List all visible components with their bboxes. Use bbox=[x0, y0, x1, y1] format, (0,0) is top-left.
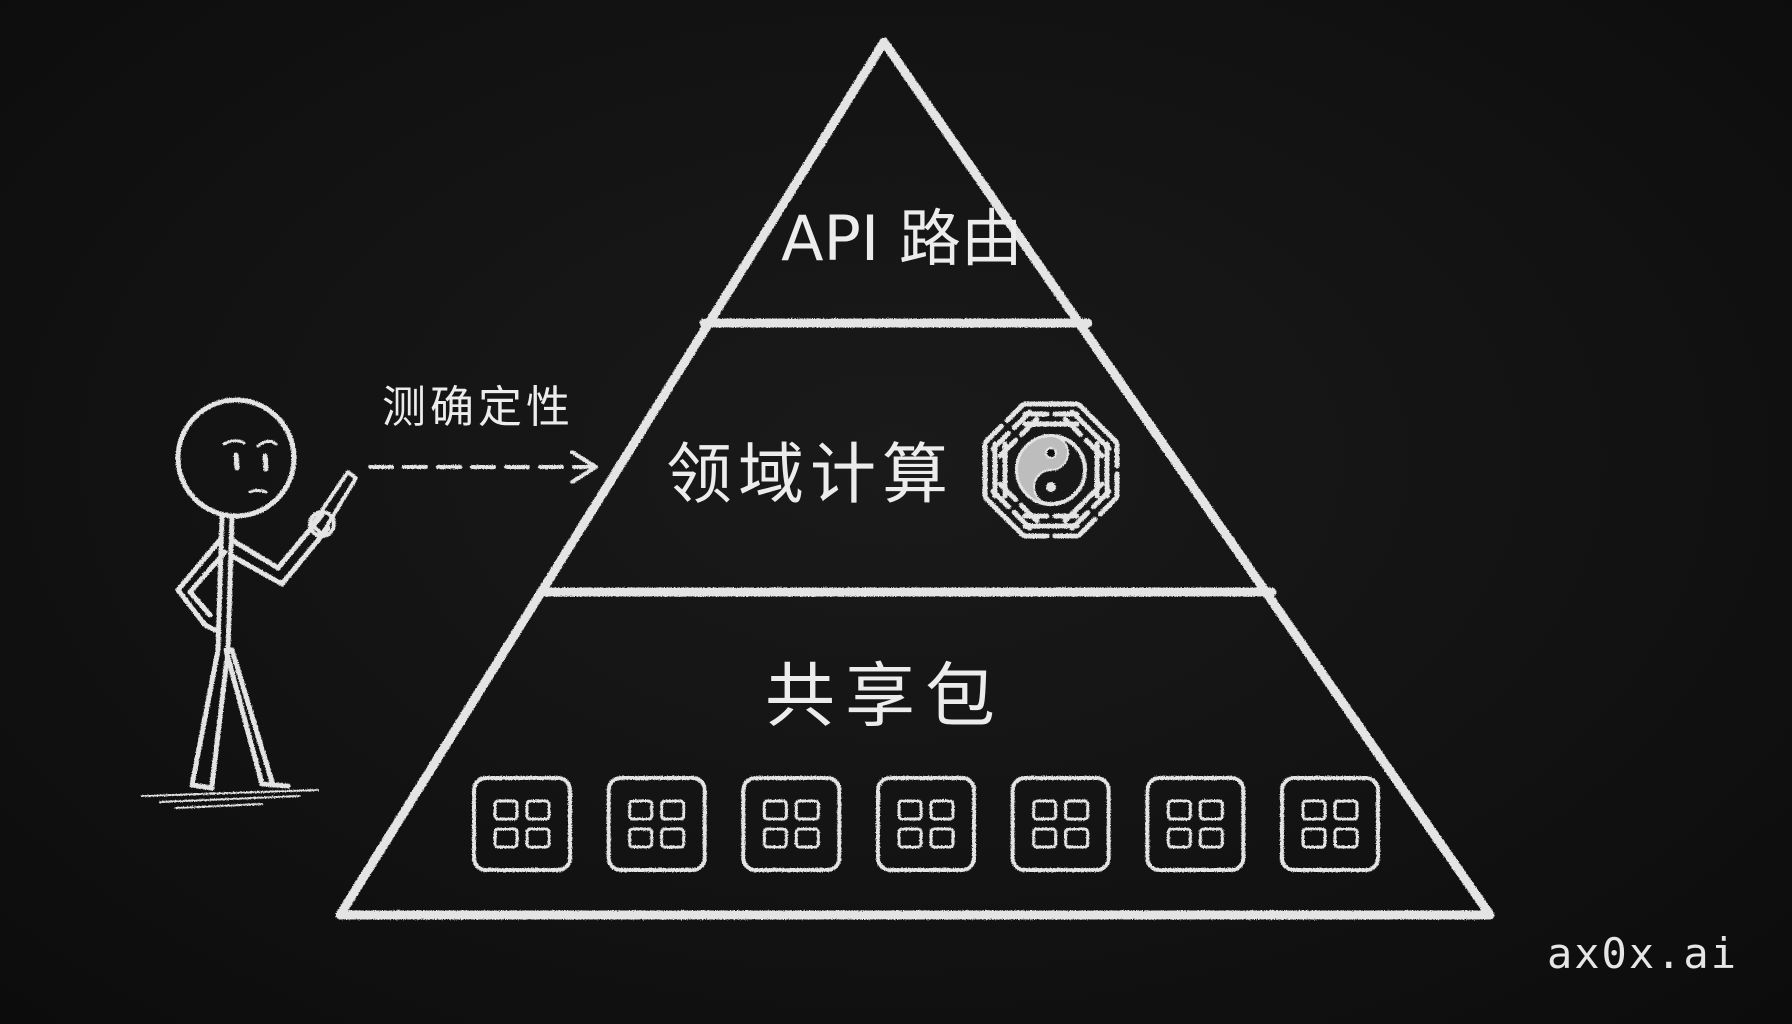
package-grid-icon bbox=[741, 776, 842, 872]
layer-label-shared-packages: 共享包 bbox=[765, 655, 1005, 737]
package-grid-icon bbox=[876, 776, 976, 872]
package-grid-icon bbox=[472, 776, 572, 872]
stick-figure-icon bbox=[141, 397, 358, 809]
annotation-label: 测确定性 bbox=[382, 382, 574, 433]
bagua-yin-yang-icon bbox=[982, 401, 1120, 539]
pyramid-outline bbox=[335, 37, 1495, 920]
package-grid-icon bbox=[1280, 776, 1380, 872]
layer-label-api-routing: API 路由 bbox=[781, 202, 1023, 275]
package-grid-icon bbox=[1145, 776, 1246, 872]
package-row bbox=[472, 776, 1380, 872]
layer-label-domain-compute: 领域计算 bbox=[666, 436, 954, 513]
package-grid-icon bbox=[606, 776, 707, 872]
watermark: ax0x.ai bbox=[1547, 929, 1738, 978]
dashed-arrow-icon bbox=[368, 450, 598, 484]
package-grid-icon bbox=[1010, 776, 1111, 872]
